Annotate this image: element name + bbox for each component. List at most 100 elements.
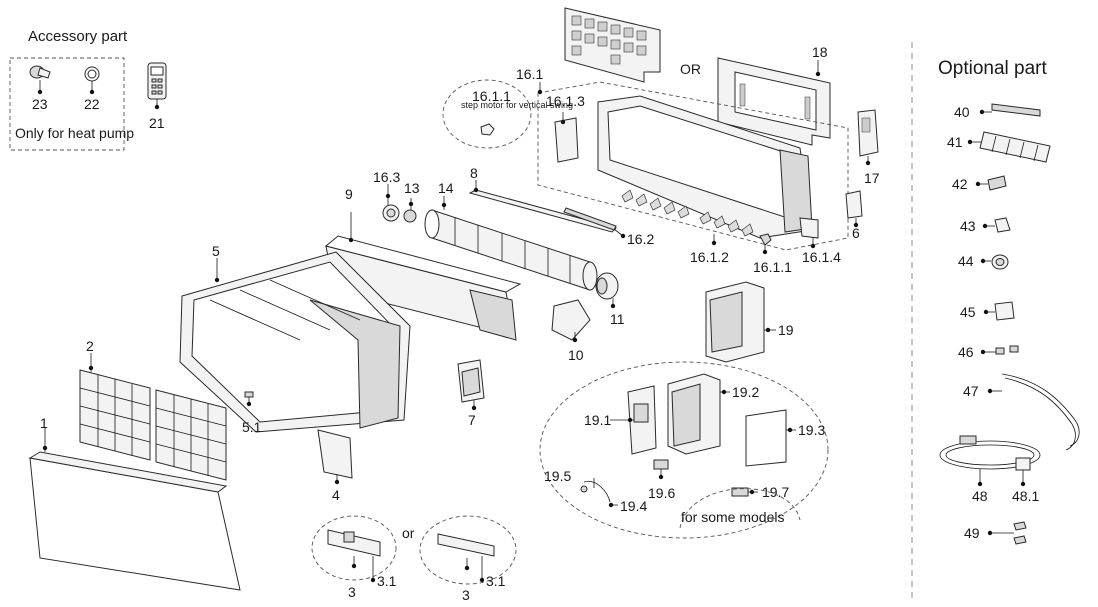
label-16-2: 16.2 [627, 231, 654, 247]
label-3-1-b: 3.1 [486, 573, 506, 589]
spring-rod [563, 207, 617, 231]
electric-cover-4 [317, 429, 353, 479]
vertical-louvers [621, 189, 754, 237]
cover-plate-19-3 [745, 409, 787, 467]
label-16-1-2: 16.1.2 [690, 249, 729, 265]
display-box-7 [457, 359, 485, 403]
label-9: 9 [345, 186, 353, 202]
label-1: 1 [40, 415, 48, 431]
label-17: 17 [864, 170, 880, 186]
some-models-bracket [679, 488, 801, 529]
label-22: 22 [84, 96, 100, 112]
chassis-group-box [537, 81, 849, 251]
electric-control-box [705, 281, 765, 363]
label-48: 48 [972, 488, 988, 504]
filter-cassette-41 [979, 131, 1051, 163]
display-board-b [437, 533, 495, 557]
label-16-3: 16.3 [373, 169, 400, 185]
or-label-bottom: or [402, 525, 415, 541]
accessory-note: Only for heat pump [15, 125, 134, 141]
label-6: 6 [852, 225, 860, 241]
display-board-callout-a [311, 515, 397, 581]
front-panel [28, 451, 241, 591]
accessory-box [9, 57, 125, 151]
sleeve-44 [991, 254, 1009, 270]
cross-flow-fan [424, 209, 598, 291]
drain-joint-icon [29, 65, 51, 79]
display-board-a [327, 529, 381, 557]
label-46: 46 [958, 344, 974, 360]
label-19-7: 19.7 [762, 484, 789, 500]
label-21: 21 [149, 115, 165, 131]
label-13: 13 [404, 180, 420, 196]
label-8: 8 [470, 165, 478, 181]
step-motor-icon [480, 123, 495, 136]
label-7: 7 [468, 412, 476, 428]
installation-plate-a [564, 7, 661, 83]
clip-42 [987, 175, 1007, 191]
label-41: 41 [947, 134, 963, 150]
label-19: 19 [778, 322, 794, 338]
label-11: 11 [610, 311, 625, 327]
step-motor-part [759, 233, 772, 246]
pipe-holder [799, 217, 819, 239]
label-40: 40 [954, 104, 970, 120]
terminal-cover-6 [845, 190, 863, 219]
swing-plate-5-1 [244, 391, 254, 398]
label-14: 14 [438, 180, 454, 196]
step-motor-note: step motor for vertical swing [461, 100, 573, 110]
label-16-1: 16.1 [516, 66, 543, 82]
label-19-4: 19.4 [620, 498, 647, 514]
label-16-1-1-callout: 16.1.1 [472, 88, 511, 104]
label-19-3: 19.3 [798, 422, 825, 438]
remote-controller-icon [147, 62, 167, 100]
control-box-callout [539, 361, 829, 539]
label-44: 44 [958, 253, 974, 269]
label-19-6: 19.6 [648, 485, 675, 501]
evaporator [324, 235, 522, 341]
accessory-title: Accessory part [28, 28, 128, 45]
motor-clamp [551, 299, 591, 341]
connector-19-6 [653, 459, 669, 470]
label-2: 2 [86, 338, 94, 354]
label-16-1-3: 16.1.3 [546, 93, 585, 109]
label-16-1-1: 16.1.1 [753, 259, 792, 275]
label-16-1-4: 16.1.4 [802, 249, 841, 265]
label-19-1: 19.1 [584, 412, 611, 428]
or-label-top: OR [680, 61, 701, 77]
bearing-13 [403, 209, 417, 223]
filter-strip-40 [991, 103, 1041, 117]
label-3-b: 3 [462, 587, 470, 603]
air-filter-left [79, 369, 151, 461]
installation-plate-b [717, 57, 831, 146]
label-5: 5 [212, 243, 220, 259]
label-49: 49 [964, 525, 980, 541]
side-bracket-17 [857, 109, 879, 157]
holder-45 [994, 301, 1015, 321]
control-box-19-2 [667, 373, 721, 455]
optional-title: Optional part [938, 58, 1048, 79]
label-19-5: 19.5 [544, 468, 571, 484]
air-filter-right [155, 389, 227, 481]
label-42: 42 [952, 176, 968, 192]
label-43: 43 [960, 218, 976, 234]
label-18: 18 [812, 44, 828, 60]
label-5-1: 5.1 [242, 419, 262, 435]
front-panel-frame [179, 251, 411, 433]
label-10: 10 [568, 347, 584, 363]
temperature-sensor [580, 480, 611, 503]
connecting-cable-47 [1001, 373, 1080, 451]
some-models-note: for some models [681, 509, 784, 525]
hose-joint-48-1 [1015, 457, 1031, 471]
label-19-2: 19.2 [732, 384, 759, 400]
chassis-base [597, 95, 813, 239]
label-23: 23 [32, 96, 48, 112]
clip-43 [994, 217, 1011, 233]
seal-ring-icon [84, 66, 100, 82]
label-48-1: 48.1 [1012, 488, 1039, 504]
label-4: 4 [332, 487, 340, 503]
connectors-46 [995, 345, 1019, 355]
bearing-seat-16-3 [382, 204, 400, 222]
display-board-callout-b [419, 515, 517, 585]
